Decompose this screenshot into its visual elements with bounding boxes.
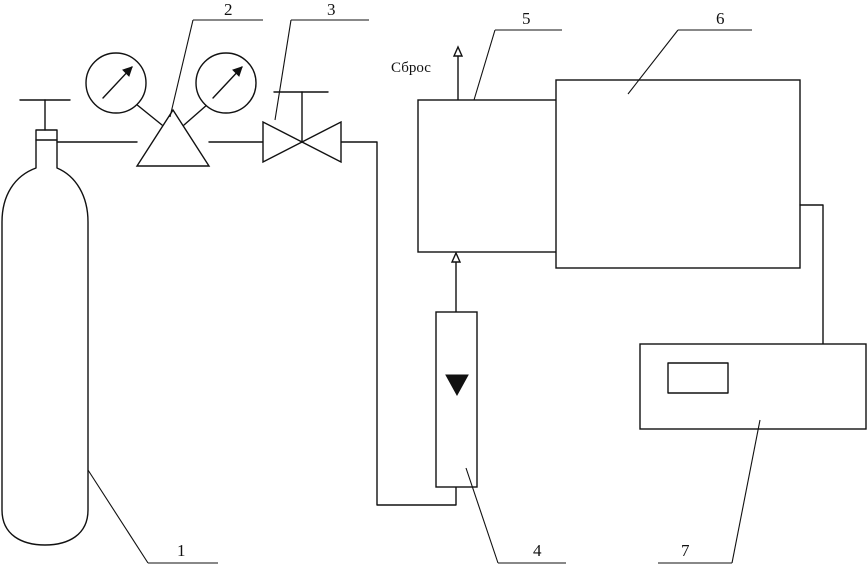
callout-5: 5: [522, 9, 531, 28]
pressure-gauge-outlet-icon: [195, 52, 257, 114]
reducer-triangle: [135, 108, 211, 167]
callout-7: 7: [681, 541, 690, 560]
flowmeter: [435, 311, 478, 488]
pressure-gauge-inlet-icon: [85, 52, 147, 114]
callout-1: 1: [177, 541, 186, 560]
cylinder-body: [1, 139, 89, 546]
recorder-unit: [639, 343, 867, 430]
recorder-display: [667, 362, 729, 394]
flowmeter-float-icon: [445, 374, 469, 397]
vent-label: Сброс: [391, 60, 431, 76]
pressure-reducer: [85, 52, 257, 167]
flowmeter-tube: [435, 311, 478, 488]
callout-3: 3: [327, 0, 336, 19]
gas-line: [56, 45, 464, 506]
cylinder-valve-head: [35, 129, 58, 141]
valve-left-wedge: [262, 120, 304, 164]
chamber-inlet-arrow: [450, 251, 462, 263]
vent-arrow: [452, 45, 464, 57]
signal-cable: [799, 204, 824, 345]
callout-6: 6: [716, 9, 725, 28]
callout-4: 4: [533, 541, 542, 560]
shutoff-valve: [262, 91, 342, 164]
callout-2: 2: [224, 0, 233, 19]
test-chamber: [417, 99, 559, 253]
recorder-body: [639, 343, 867, 430]
leader-lines: [87, 19, 761, 564]
valve-right-wedge: [300, 120, 342, 164]
gas-analyzer: [555, 79, 801, 269]
gas-cylinder: [1, 99, 89, 546]
